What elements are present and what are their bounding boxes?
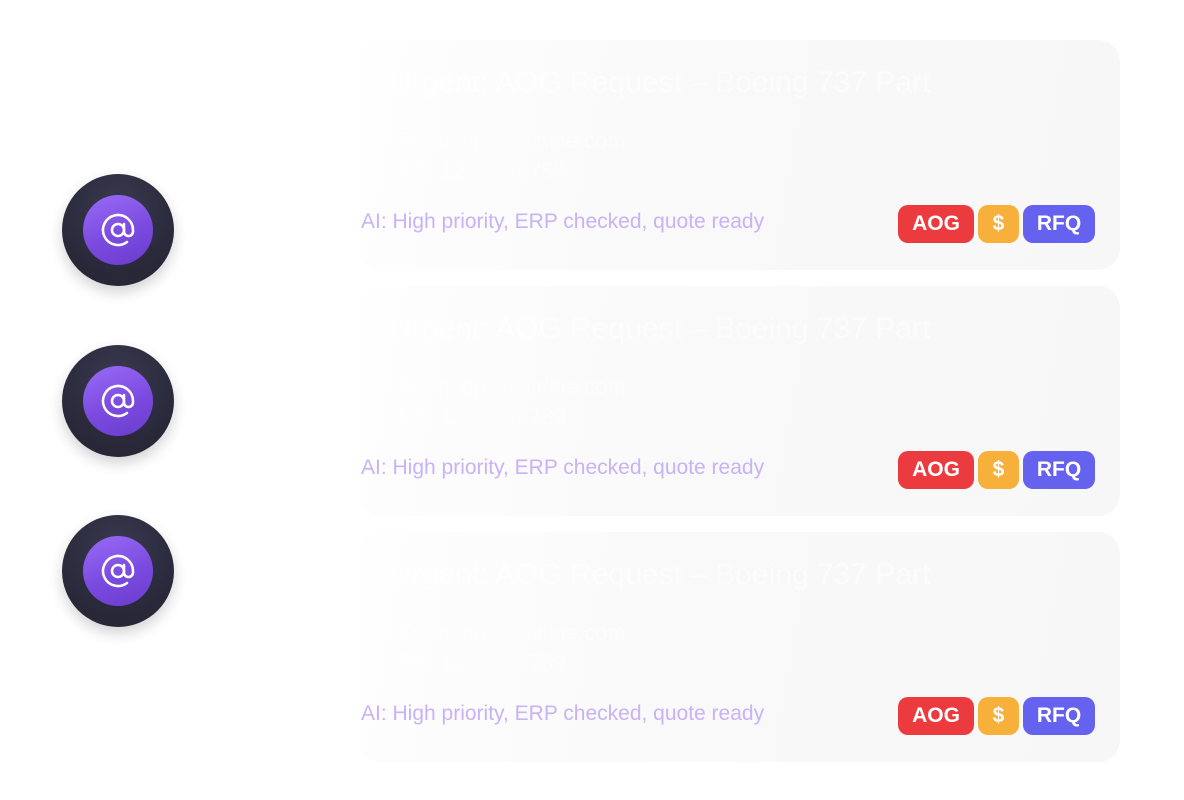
email-subject: Urgent: AOG Request – Boeing 737 Part xyxy=(390,558,931,591)
aog-tag[interactable]: AOG xyxy=(898,451,974,489)
email-avatar xyxy=(62,345,174,457)
email-avatar xyxy=(62,515,174,627)
email-part-number: P/N 123-456-789 xyxy=(398,158,566,183)
quote-tag[interactable]: $ xyxy=(978,205,1019,243)
email-card[interactable]: Urgent: AOG Request – Boeing 737 Part Fr… xyxy=(358,286,1120,516)
email-card[interactable]: Urgent: AOG Request – Boeing 737 Part Fr… xyxy=(358,532,1120,762)
email-part-number: P/N 123-456-789 xyxy=(398,404,566,429)
quote-tag[interactable]: $ xyxy=(978,697,1019,735)
email-part-number: P/N 123-456-789 xyxy=(398,650,566,675)
at-sign-icon xyxy=(101,213,135,247)
aog-tag[interactable]: AOG xyxy=(898,697,974,735)
at-sign-icon xyxy=(101,554,135,588)
email-sender: From: ops@airline.com xyxy=(398,620,626,645)
tag-group: AOG $ RFQ xyxy=(898,205,1095,243)
aog-tag[interactable]: AOG xyxy=(898,205,974,243)
rfq-tag[interactable]: RFQ xyxy=(1023,451,1095,489)
rfq-tag[interactable]: RFQ xyxy=(1023,205,1095,243)
ai-summary: AI: High priority, ERP checked, quote re… xyxy=(361,702,765,725)
tag-group: AOG $ RFQ xyxy=(898,451,1095,489)
ai-summary: AI: High priority, ERP checked, quote re… xyxy=(361,456,765,479)
tag-group: AOG $ RFQ xyxy=(898,697,1095,735)
email-sender: From: ops@airline.com xyxy=(398,374,626,399)
ai-summary: AI: High priority, ERP checked, quote re… xyxy=(361,210,765,233)
email-avatar xyxy=(62,174,174,286)
at-sign-icon xyxy=(101,384,135,418)
email-subject: Urgent: AOG Request – Boeing 737 Part xyxy=(390,312,931,345)
rfq-tag[interactable]: RFQ xyxy=(1023,697,1095,735)
email-sender: From: ops@airline.com xyxy=(398,128,626,153)
email-card[interactable]: Urgent: AOG Request – Boeing 737 Part Fr… xyxy=(358,40,1120,270)
quote-tag[interactable]: $ xyxy=(978,451,1019,489)
email-subject: Urgent: AOG Request – Boeing 737 Part xyxy=(390,66,931,99)
